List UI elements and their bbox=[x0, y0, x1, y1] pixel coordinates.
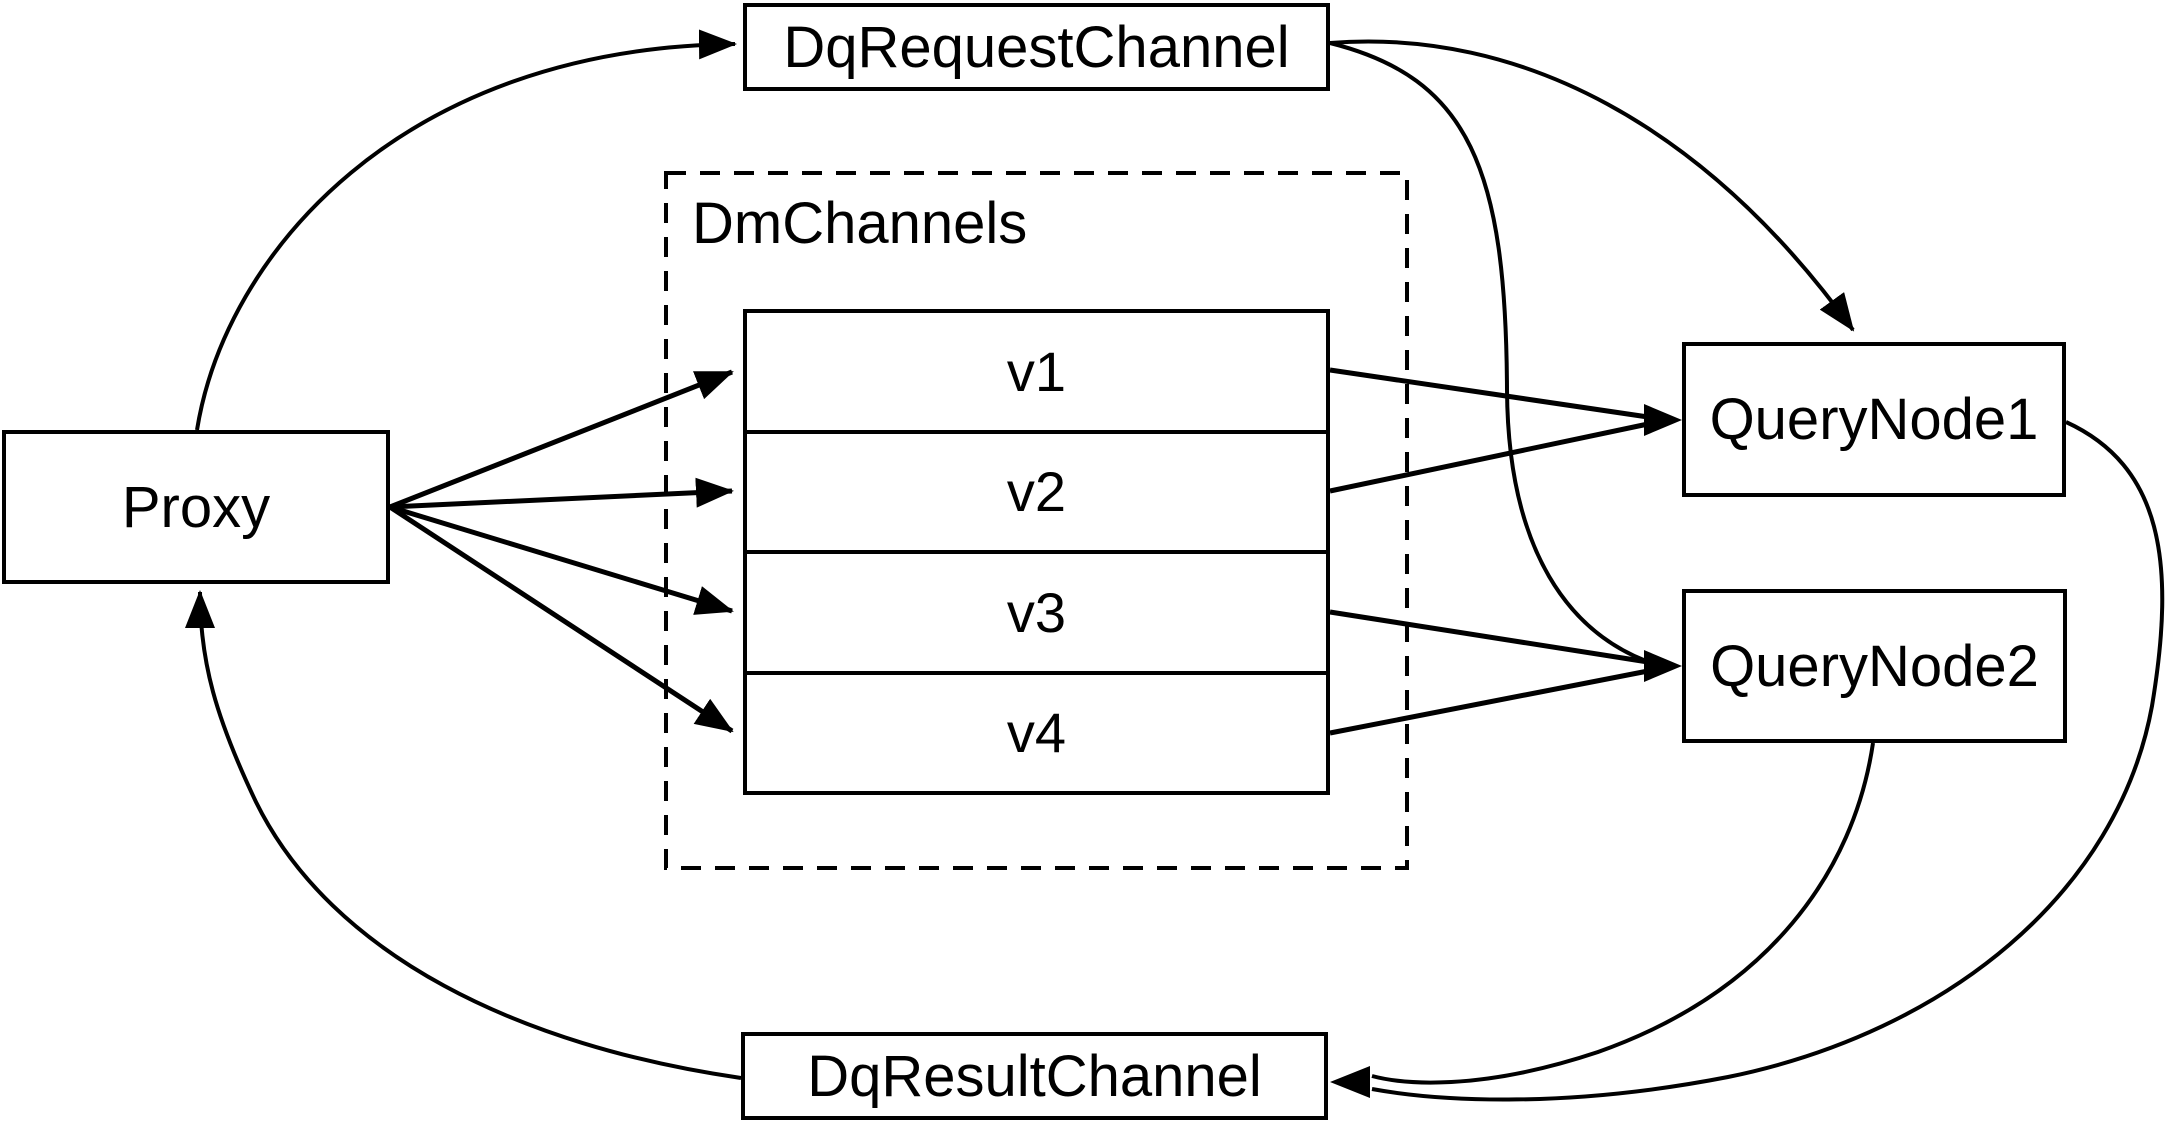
dq-result-channel-node: DqResultChannel bbox=[741, 1032, 1328, 1120]
channel-row-v1: v1 bbox=[747, 313, 1326, 430]
dq-request-channel-label: DqRequestChannel bbox=[783, 14, 1290, 80]
channel-row-v3: v3 bbox=[747, 550, 1326, 671]
edge-proxy-to-v1 bbox=[389, 369, 734, 510]
edge-proxy-to-v3 bbox=[389, 504, 734, 615]
edge-v4-to-query-node-2 bbox=[1329, 668, 1649, 736]
edge-v1-to-query-node-1 bbox=[1329, 367, 1649, 420]
channel-v2-label: v2 bbox=[1006, 460, 1067, 524]
dm-channels-label: DmChannels bbox=[692, 191, 1028, 256]
proxy-label: Proxy bbox=[121, 474, 271, 540]
channel-row-v2: v2 bbox=[747, 429, 1326, 551]
edge-proxy-to-v2 bbox=[389, 477, 734, 510]
query-node-1-input-arrowhead bbox=[1644, 404, 1682, 436]
edge-proxy-to-v4 bbox=[388, 504, 734, 734]
edge-proxy-to-dq-request-channel bbox=[195, 29, 737, 431]
edge-query-node-2-to-dq-result-channel bbox=[1371, 742, 1875, 1085]
query-node-1: QueryNode1 bbox=[1682, 342, 2066, 497]
dm-channels-stack: v1 v2 v3 v4 bbox=[743, 309, 1330, 795]
channel-v3-label: v3 bbox=[1006, 580, 1067, 644]
channel-v1-label: v1 bbox=[1006, 339, 1067, 403]
edge-v2-to-query-node-1 bbox=[1329, 421, 1649, 494]
edge-dq-result-channel-to-proxy bbox=[185, 590, 742, 1080]
edge-dq-request-channel-to-query-node-2 bbox=[1329, 41, 1647, 663]
proxy-node: Proxy bbox=[2, 430, 390, 584]
edge-v3-to-query-node-2 bbox=[1329, 609, 1649, 665]
channel-row-v4: v4 bbox=[747, 670, 1326, 792]
query-node-2-label: QueryNode2 bbox=[1710, 633, 2039, 699]
query-node-2-input-arrowhead bbox=[1644, 650, 1682, 682]
channel-v4-label: v4 bbox=[1006, 701, 1067, 765]
dq-request-channel-node: DqRequestChannel bbox=[743, 3, 1330, 91]
query-node-1-label: QueryNode1 bbox=[1709, 387, 2039, 452]
query-node-2: QueryNode2 bbox=[1682, 589, 2067, 743]
edge-dq-request-channel-to-query-node-1 bbox=[1329, 39, 1855, 332]
dq-result-channel-input-arrowhead bbox=[1330, 1066, 1370, 1098]
edge-query-node-1-to-dq-result-channel bbox=[1371, 420, 2165, 1102]
dq-result-channel-label: DqResultChannel bbox=[807, 1043, 1262, 1109]
dm-channels-boundary bbox=[664, 171, 1409, 870]
